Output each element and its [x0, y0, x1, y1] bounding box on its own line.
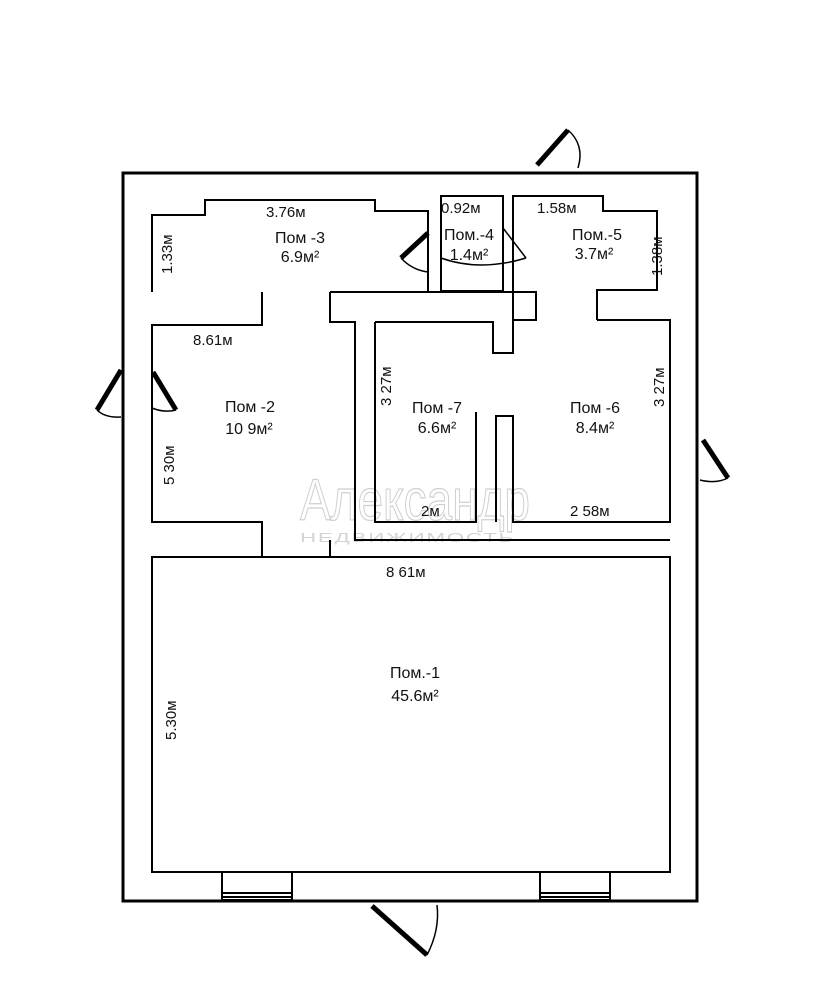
- dim-room-3-width: 3.76м: [266, 204, 306, 221]
- dim-room-7-height: 3 27м: [378, 366, 395, 406]
- door-right-outer: [699, 438, 731, 483]
- room-7-name: Пом -7: [412, 400, 462, 417]
- wall-room-7-top: [375, 320, 514, 354]
- wall-room-2: [151, 292, 263, 557]
- room-4-name: Пом.-4: [444, 227, 494, 244]
- dim-room-1-height: 5.30м: [163, 700, 180, 740]
- wall-room-1: [151, 556, 671, 873]
- window-right: [539, 871, 611, 901]
- room-2-area: 10 9м²: [225, 421, 273, 438]
- dim-room-2-height: 5 30м: [161, 445, 178, 485]
- room-1-name: Пом.-1: [390, 665, 440, 682]
- dim-upper-width: 8.61м: [193, 332, 233, 349]
- room-3-name: Пом -3: [275, 230, 325, 247]
- dim-lower-width: 8 61м: [386, 564, 426, 581]
- windows: [221, 871, 611, 901]
- wall-room-7: [374, 322, 477, 523]
- dim-room-7-width: 2м: [421, 503, 440, 520]
- door-top: [535, 128, 581, 169]
- wall-room-3: [151, 199, 429, 293]
- inner-walls: [151, 195, 671, 873]
- wall-corridor: [329, 291, 670, 541]
- room-5-area: 3.7м²: [575, 246, 614, 263]
- watermark-sub: НЕДВИЖИМОСТЬ: [300, 530, 515, 545]
- door-room-3: [399, 231, 430, 273]
- wall-room-5: [512, 195, 658, 320]
- doors: [94, 128, 731, 957]
- room-3-area: 6.9м²: [281, 249, 320, 266]
- room-6-name: Пом -6: [570, 400, 620, 417]
- wall-room-6: [495, 319, 671, 523]
- room-labels: Пом -3 6.9м² Пом.-4 1.4м² Пом.-5 3.7м² П…: [225, 227, 622, 705]
- room-2-name: Пом -2: [225, 399, 275, 416]
- room-7-area: 6.6м²: [418, 420, 457, 437]
- door-room-4: [440, 227, 527, 266]
- door-bottom: [370, 904, 439, 957]
- dim-room-5-width: 1.58м: [537, 200, 577, 217]
- dim-room-3-height: 1.33м: [159, 234, 176, 274]
- room-4-area: 1.4м²: [450, 247, 489, 264]
- door-room-2: [150, 370, 179, 412]
- outer-wall: [121, 171, 699, 903]
- room-1-area: 45.6м²: [391, 688, 439, 705]
- dim-room-6-width: 2 58м: [570, 503, 610, 520]
- dim-room-4-width: 0.92м: [441, 200, 481, 217]
- dim-room-5-height: 1.38м: [649, 236, 666, 276]
- dimension-labels: 3.76м 0.92м 1.58м 8.61м 2м 2 58м 8 61м 1…: [159, 200, 668, 740]
- dim-room-6-height: 3 27м: [651, 367, 668, 407]
- room-5-name: Пом.-5: [572, 227, 622, 244]
- window-left: [221, 871, 293, 901]
- door-left-outer: [94, 368, 124, 418]
- room-6-area: 8.4м²: [576, 420, 615, 437]
